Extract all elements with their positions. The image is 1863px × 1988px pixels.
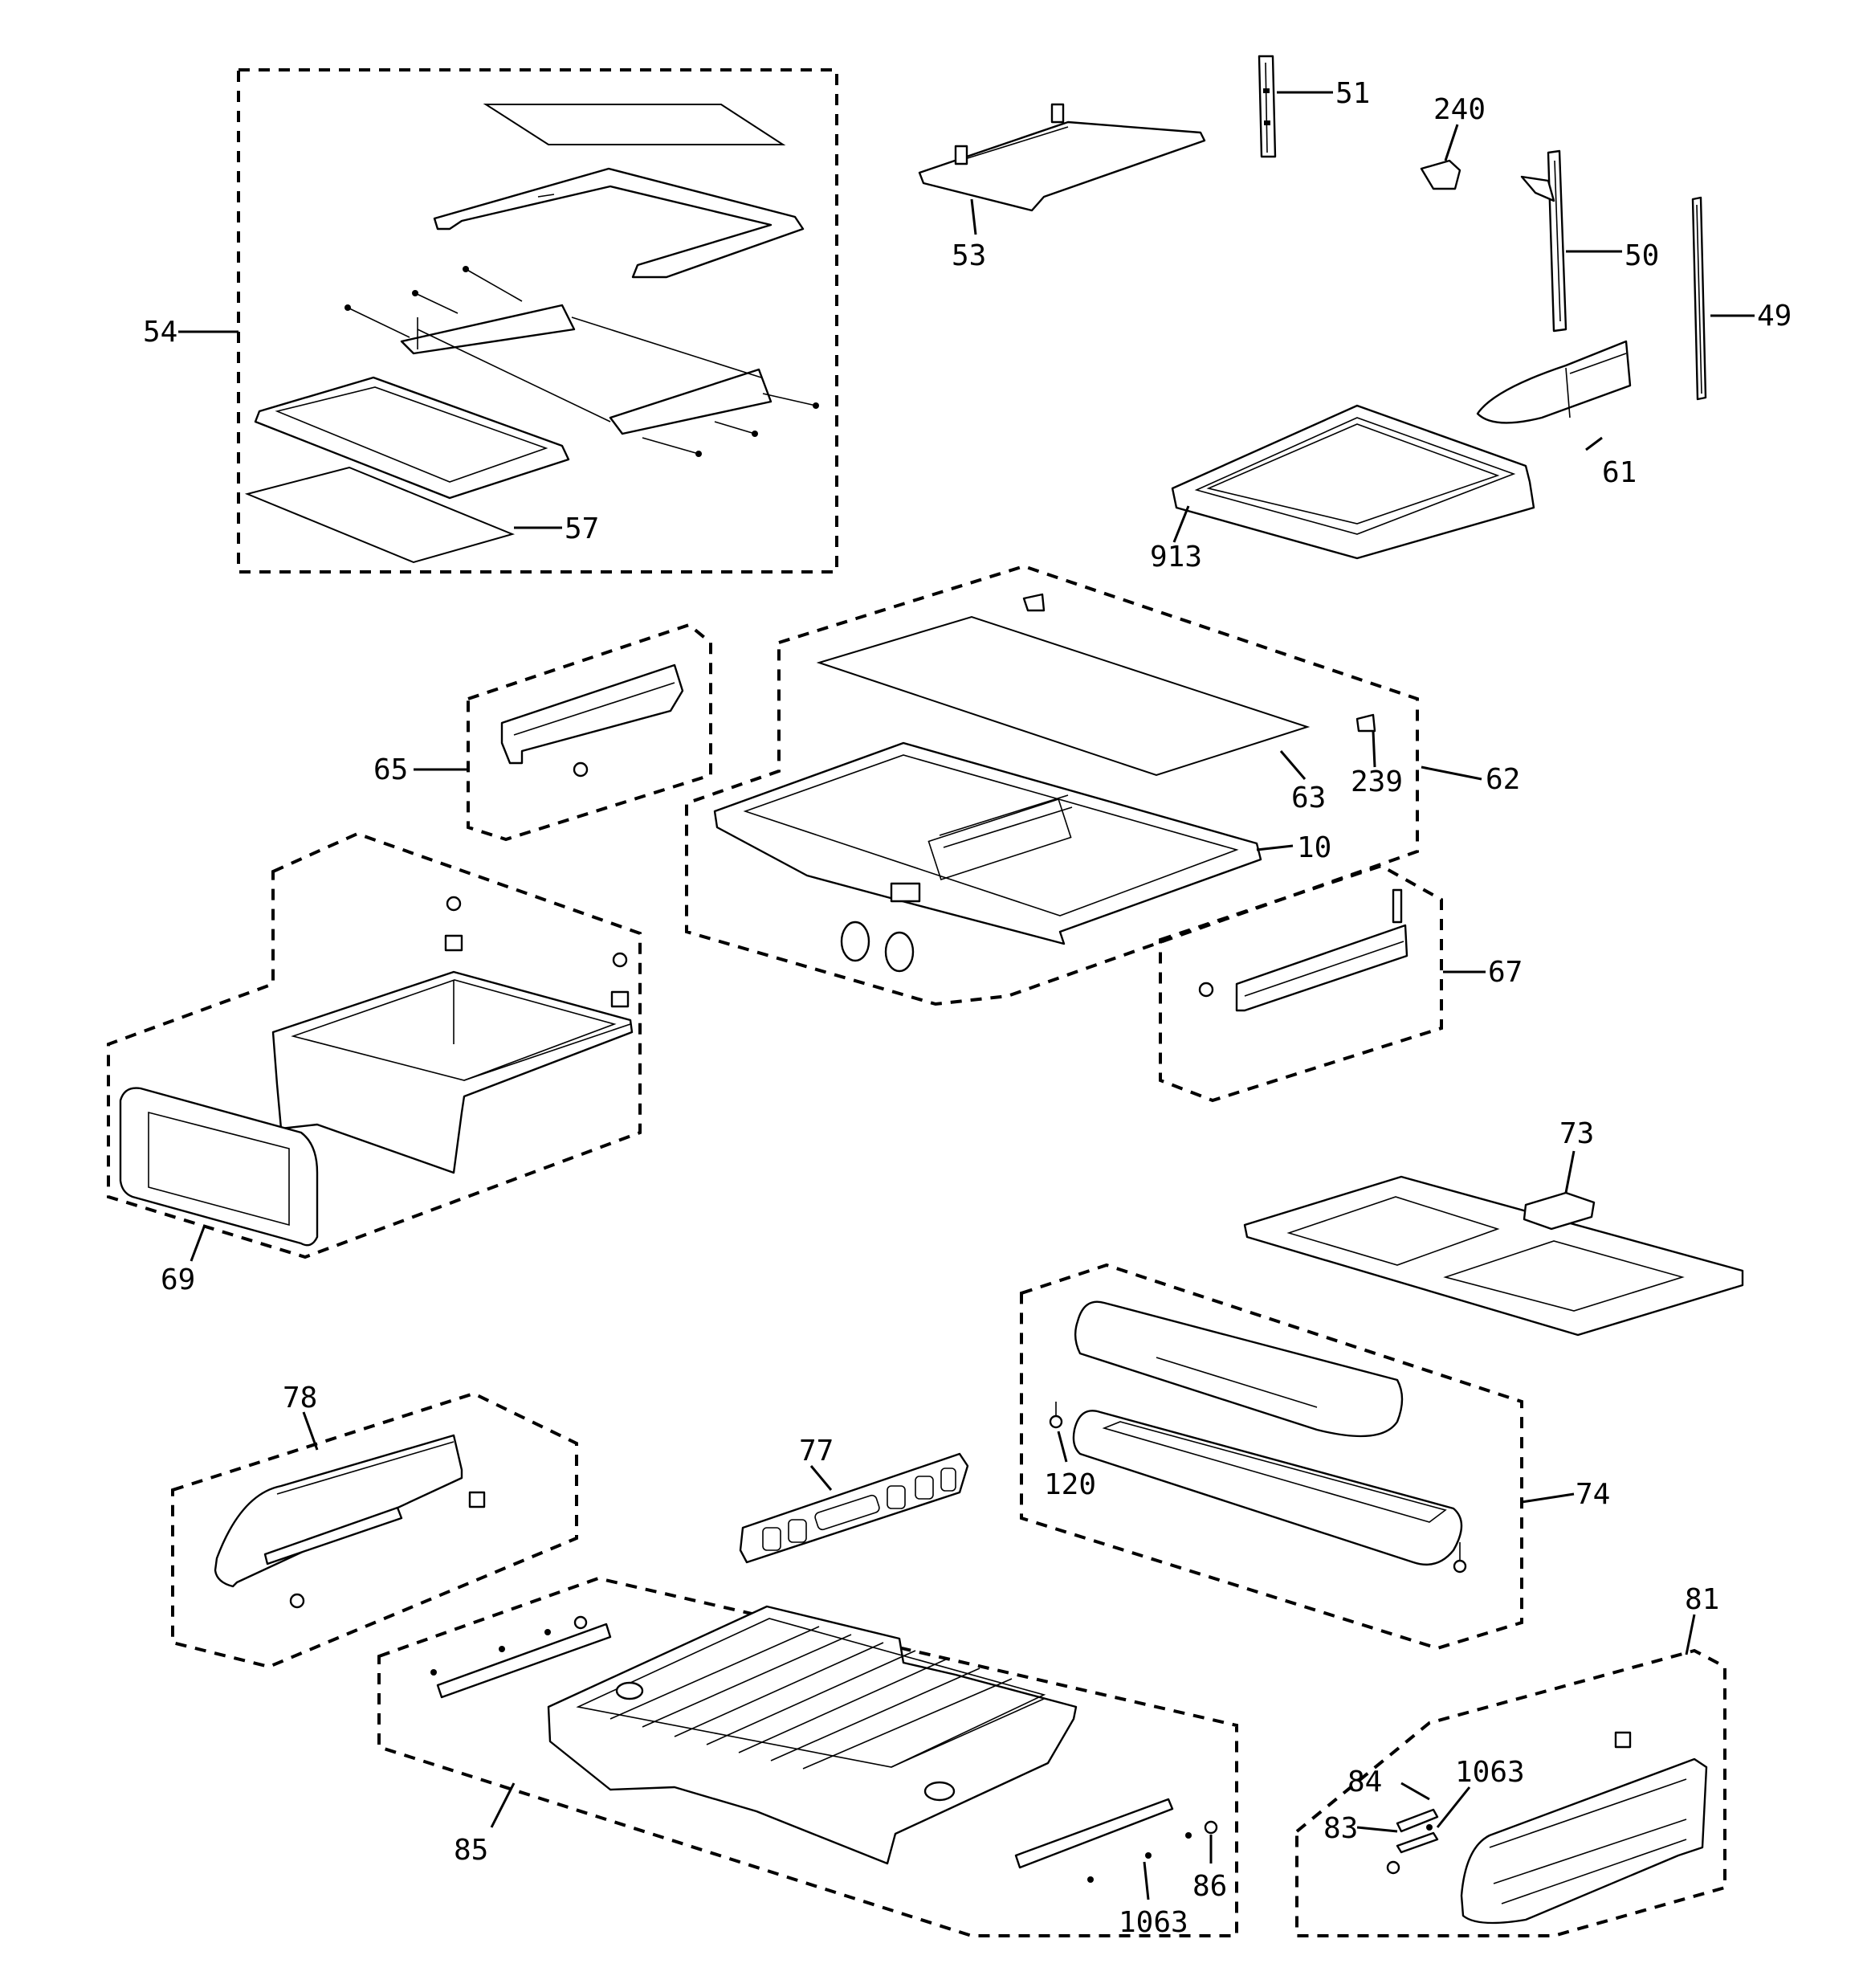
label-120: 120 — [1044, 1468, 1096, 1501]
label-49: 49 — [1757, 300, 1792, 333]
part-53-shelf — [918, 103, 1206, 212]
group-85-freezer-basket — [377, 1576, 1238, 1937]
label-78: 78 — [283, 1382, 317, 1414]
group-74-cover-assembly — [1020, 1263, 1523, 1651]
part-73-cover — [1243, 1175, 1744, 1337]
part-49-rail — [1691, 196, 1707, 401]
label-54: 54 — [143, 316, 177, 349]
label-53: 53 — [952, 239, 986, 272]
label-57: 57 — [565, 512, 599, 545]
part-240-clip — [1420, 159, 1461, 190]
label-84: 84 — [1347, 1766, 1382, 1798]
label-73: 73 — [1559, 1117, 1594, 1150]
group-54-shelf-assembly — [237, 68, 838, 574]
label-51: 51 — [1335, 77, 1370, 110]
label-63: 63 — [1291, 782, 1326, 814]
label-50: 50 — [1625, 239, 1659, 272]
part-77-bracket — [739, 1452, 969, 1564]
label-913: 913 — [1150, 541, 1202, 574]
label-74: 74 — [1576, 1478, 1610, 1511]
label-1063-lower: 1063 — [1119, 1906, 1188, 1939]
label-81: 81 — [1685, 1583, 1719, 1616]
label-62: 62 — [1486, 763, 1520, 796]
label-10: 10 — [1297, 831, 1331, 864]
leader-lines — [178, 91, 1755, 1900]
group-65-slide — [467, 623, 712, 842]
group-78-slide-cover — [171, 1391, 578, 1669]
label-83: 83 — [1323, 1812, 1358, 1845]
label-61: 61 — [1602, 456, 1637, 489]
label-65: 65 — [373, 753, 408, 786]
label-240: 240 — [1433, 93, 1486, 126]
label-85: 85 — [454, 1834, 488, 1867]
label-86: 86 — [1192, 1870, 1227, 1903]
part-61-bin — [1476, 340, 1632, 424]
label-69: 69 — [161, 1263, 195, 1296]
group-62-cover — [685, 564, 1419, 1006]
label-239: 239 — [1351, 765, 1403, 798]
label-77: 77 — [799, 1435, 834, 1468]
part-50-rail — [1520, 149, 1567, 333]
label-1063-upper: 1063 — [1455, 1756, 1525, 1789]
callout-labels: 54 57 53 51 240 50 49 61 913 65 63 239 6… — [143, 77, 1792, 1939]
label-67: 67 — [1488, 956, 1523, 989]
part-913-shelf-frame — [1171, 404, 1535, 560]
group-67-slide — [1159, 863, 1443, 1103]
group-81-drawer-front — [1295, 1648, 1726, 1937]
part-51-hinge-bracket — [1258, 55, 1277, 158]
group-69-crisper — [107, 831, 642, 1259]
